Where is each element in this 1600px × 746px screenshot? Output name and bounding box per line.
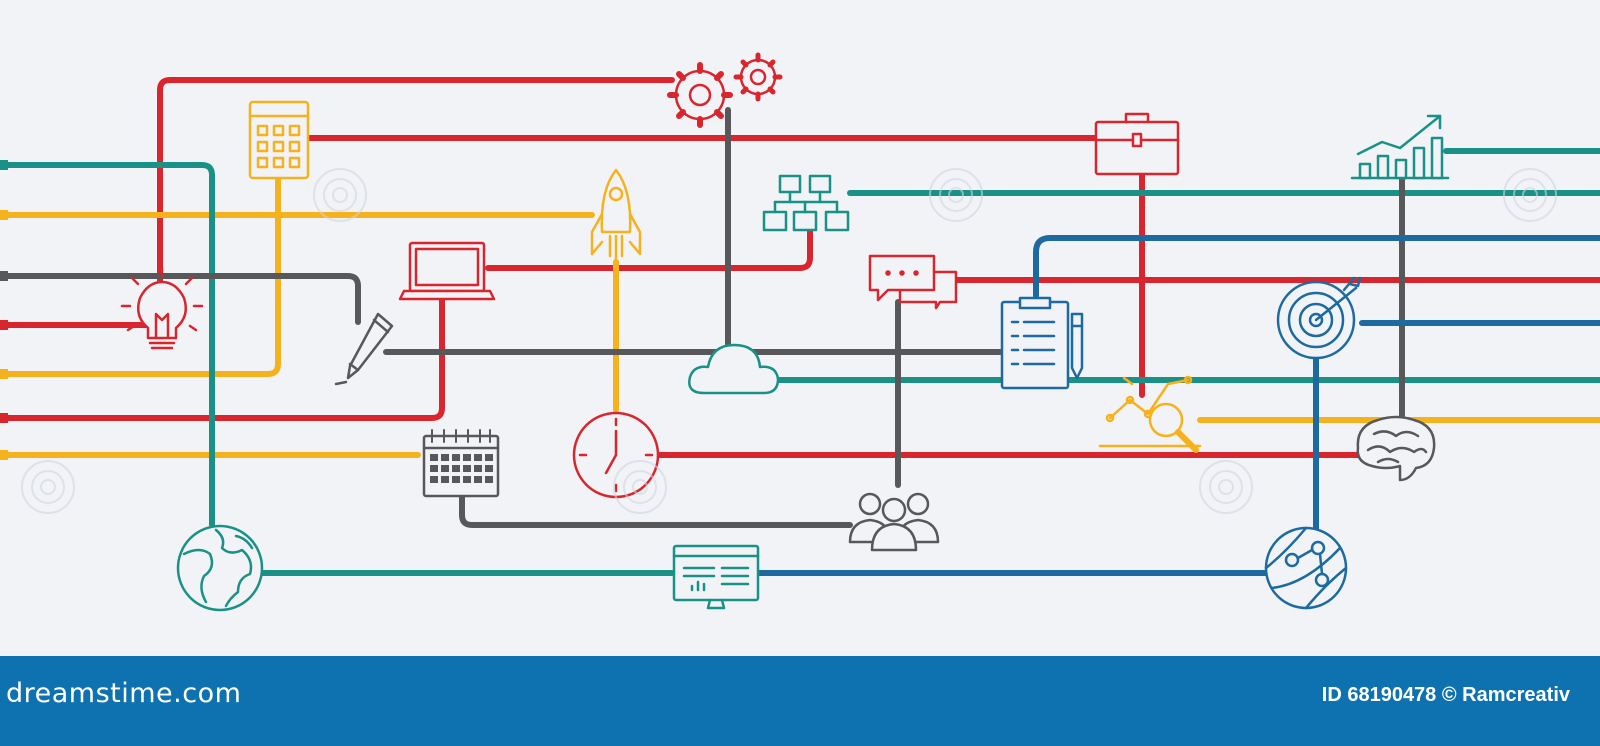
monitor-icon xyxy=(672,544,760,610)
team-icon xyxy=(848,492,940,552)
line-red-laptop-hier xyxy=(485,225,813,271)
line-blue-clip-right xyxy=(1033,235,1600,299)
clock-icon xyxy=(572,411,660,499)
hierarchy-icon xyxy=(762,174,850,232)
brain-icon xyxy=(1356,415,1436,482)
cloud-icon xyxy=(688,343,780,395)
gears-icon xyxy=(667,52,783,128)
clipboard-icon xyxy=(1000,296,1084,390)
lightbulb-icon xyxy=(120,266,204,350)
brand-logo: dreamstime.com xyxy=(6,678,242,709)
target-icon xyxy=(1276,276,1362,360)
line-orange-calc xyxy=(0,175,281,377)
briefcase-icon xyxy=(1094,112,1180,176)
laptop-icon xyxy=(398,241,496,301)
network-globe-icon xyxy=(1264,526,1348,610)
chat-bubbles-icon xyxy=(868,254,958,310)
analytics-search-icon xyxy=(1098,375,1202,453)
rocket-icon xyxy=(590,168,642,264)
globe-icon xyxy=(176,524,264,612)
footer-bar: dreamstime.com ID 68190478 © Ramcreativ xyxy=(0,656,1600,746)
line-gray-cal-team xyxy=(459,492,853,528)
line-red-bulb-gears xyxy=(0,77,675,328)
pen-icon xyxy=(334,312,394,386)
diagram-svg xyxy=(0,52,1600,612)
line-red-laptop-down xyxy=(0,293,445,421)
left-edge-stubs xyxy=(0,160,8,460)
network-diagram xyxy=(0,52,1600,612)
line-teal-globe xyxy=(0,162,215,528)
calendar-icon xyxy=(422,429,500,498)
calculator-icon xyxy=(248,100,310,180)
watermark-swirls xyxy=(21,168,1557,514)
growth-chart-icon xyxy=(1350,114,1450,180)
image-credit: ID 68190478 © Ramcreativ xyxy=(1321,684,1570,706)
line-gray-pen xyxy=(0,273,361,325)
